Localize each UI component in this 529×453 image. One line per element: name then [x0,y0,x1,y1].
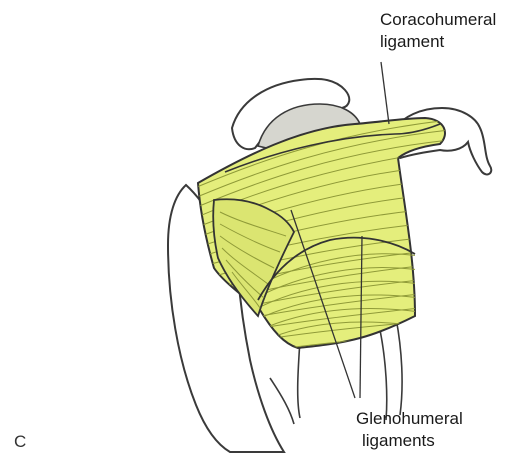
glenohumeral-ligaments-label: Glenohumeral [356,408,463,429]
glenohumeral-ligaments-label-line2: ligaments [362,430,435,451]
panel-letter: C [14,431,26,452]
coracohumeral-ligament-label-line2: ligament [380,31,444,52]
coracohumeral-leader [381,62,389,124]
coracohumeral-ligament-label: Coracohumeral [380,9,496,30]
